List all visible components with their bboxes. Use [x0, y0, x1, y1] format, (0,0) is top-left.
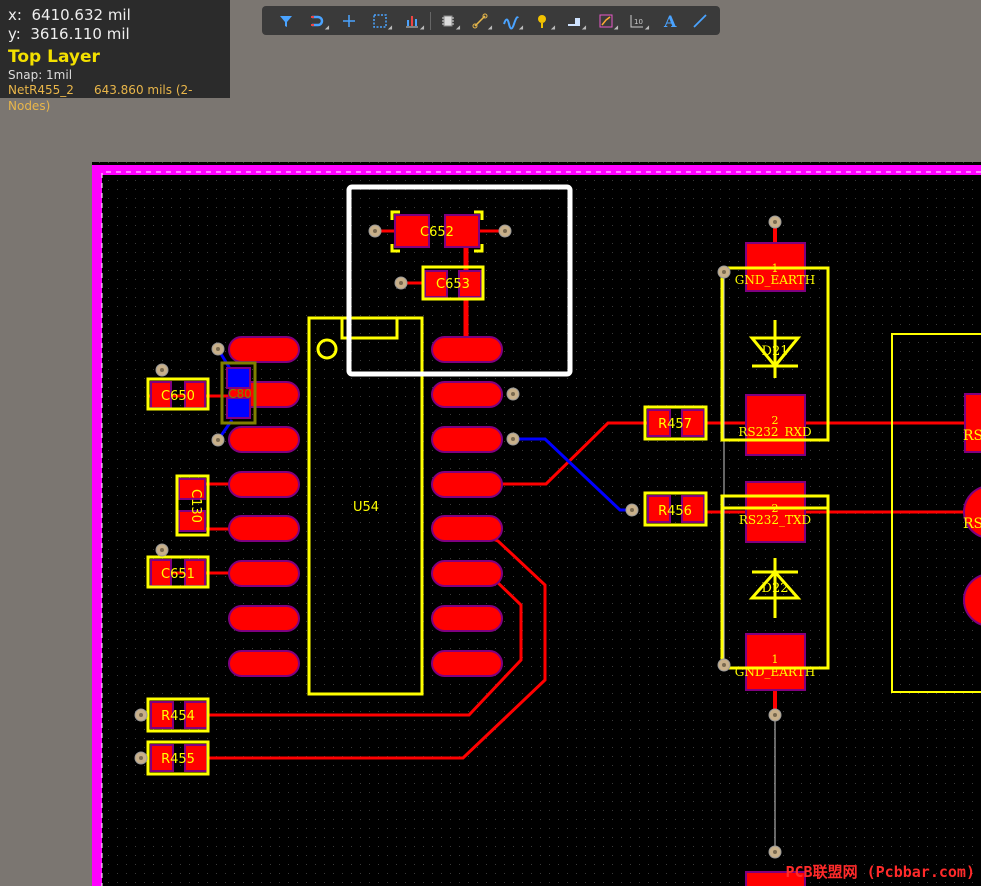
c652-corners	[390, 210, 484, 253]
current-layer: Top Layer	[8, 47, 100, 67]
component-icon	[442, 15, 455, 26]
text-numbers-button[interactable]: 10	[622, 9, 654, 33]
u54-pads[interactable]	[228, 336, 503, 677]
interactive-route-icon	[311, 15, 324, 26]
c80-designator: C80	[228, 387, 252, 401]
u54-designator: U54	[353, 500, 379, 515]
filter-icon	[279, 15, 292, 27]
svg-text:10: 10	[634, 18, 643, 26]
place-cross-button[interactable]	[333, 9, 365, 33]
text-numbers-icon: 10	[630, 14, 644, 27]
watermark: PCB联盟网 (Pcbbar.com)	[785, 863, 976, 881]
c653-silkscreen	[421, 265, 485, 301]
gnd-earth-top-label: GND_EARTH	[735, 273, 815, 287]
connector-label-rs-1: RS	[963, 428, 981, 444]
diode-pads[interactable]	[745, 242, 806, 886]
graph-icon	[599, 14, 613, 27]
select-rect-button[interactable]	[365, 9, 397, 33]
toolbar-separator	[429, 11, 431, 30]
place-text-icon: A	[663, 12, 677, 30]
pad-top-number: 1	[772, 262, 779, 275]
wave-trace-icon	[503, 15, 520, 29]
active-bar-toolbar: 10 A	[262, 6, 720, 35]
d21-designator: D21	[762, 344, 789, 359]
route-nodes-button[interactable]	[464, 9, 496, 33]
route-nodes-icon	[472, 13, 488, 28]
r457-silkscreen	[643, 405, 708, 441]
align-chart-button[interactable]	[396, 9, 428, 33]
cursor-x-readout: x: 6410.632 mil	[8, 6, 131, 24]
graph-button[interactable]	[590, 9, 622, 33]
c652-designator: C652	[420, 225, 454, 240]
pad-bot-number: 1	[772, 653, 779, 666]
wave-trace-button[interactable]	[496, 9, 528, 33]
board-area	[92, 162, 981, 886]
place-pad-button[interactable]	[527, 9, 559, 33]
connector-label-rs-2: RS	[963, 516, 981, 532]
c130-pads[interactable]	[178, 478, 206, 532]
r455-pads[interactable]	[150, 744, 208, 772]
r456-silkscreen	[643, 491, 708, 527]
c80-pads[interactable]	[226, 367, 251, 419]
c652-pads[interactable]	[394, 214, 480, 248]
fill-button[interactable]	[559, 9, 591, 33]
ratsnest-lines	[723, 272, 776, 852]
place-cross-icon	[342, 14, 355, 27]
diode-labels: 1 GND_EARTH D21 2 RS232_RXD 2 RS232_TXD …	[735, 262, 815, 679]
c653-pads[interactable]	[424, 270, 482, 298]
c650-silkscreen	[146, 377, 210, 411]
c650-designator: C650	[161, 389, 195, 404]
diode-silkscreen	[720, 266, 830, 670]
keepout-outline	[92, 165, 981, 886]
connector-silkscreen	[891, 333, 981, 693]
c80-outline	[220, 361, 257, 425]
d22-designator: D22	[762, 581, 789, 596]
r457-pads[interactable]	[647, 409, 705, 437]
rs232-txd-label: RS232_TXD	[739, 513, 811, 527]
keepout-dashed	[101, 171, 981, 886]
c653-designator: C653	[436, 277, 470, 292]
component-button[interactable]	[433, 9, 465, 33]
heads-up-display: x: 6410.632 mil y: 3616.110 mil Top Laye…	[0, 0, 230, 113]
r457-designator: R457	[658, 417, 692, 432]
net-name: NetR455_2	[8, 83, 74, 97]
r455-designator: R455	[161, 752, 195, 767]
align-chart-icon	[405, 15, 418, 27]
net-length: 643.860 mils (2-Nodes)	[8, 83, 193, 113]
connector-pads[interactable]	[963, 393, 981, 626]
r454-silkscreen	[146, 697, 210, 733]
snap-setting: Snap: 1mil	[8, 68, 73, 82]
c651-designator: C651	[161, 567, 195, 582]
r456-designator: R456	[658, 504, 692, 519]
c130-silkscreen	[175, 474, 210, 537]
r456-pads[interactable]	[647, 495, 705, 523]
pad-txd-number: 2	[772, 502, 779, 515]
line-button[interactable]	[685, 9, 717, 33]
rs232-rxd-label: RS232_RXD	[738, 425, 811, 439]
u54-silkscreen	[307, 316, 424, 696]
c651-silkscreen	[146, 555, 210, 589]
pad-rxd-number: 2	[772, 414, 779, 427]
interactive-route-button[interactable]	[302, 9, 334, 33]
selection-box	[346, 184, 573, 377]
line-icon	[693, 13, 707, 28]
svg-text:A: A	[663, 12, 677, 30]
c130-designator: C130	[188, 489, 203, 523]
gnd-earth-bottom-label: GND_EARTH	[735, 665, 815, 679]
via-holes	[139, 220, 777, 854]
r454-designator: R454	[161, 709, 195, 724]
cursor-y-readout: y: 3616.110 mil	[8, 25, 130, 43]
fill-icon	[568, 17, 581, 26]
select-rect-icon	[373, 13, 387, 28]
place-pad-icon	[537, 14, 546, 28]
filter-button[interactable]	[270, 9, 302, 33]
place-text-button[interactable]: A	[653, 9, 685, 33]
r455-silkscreen	[146, 740, 210, 776]
